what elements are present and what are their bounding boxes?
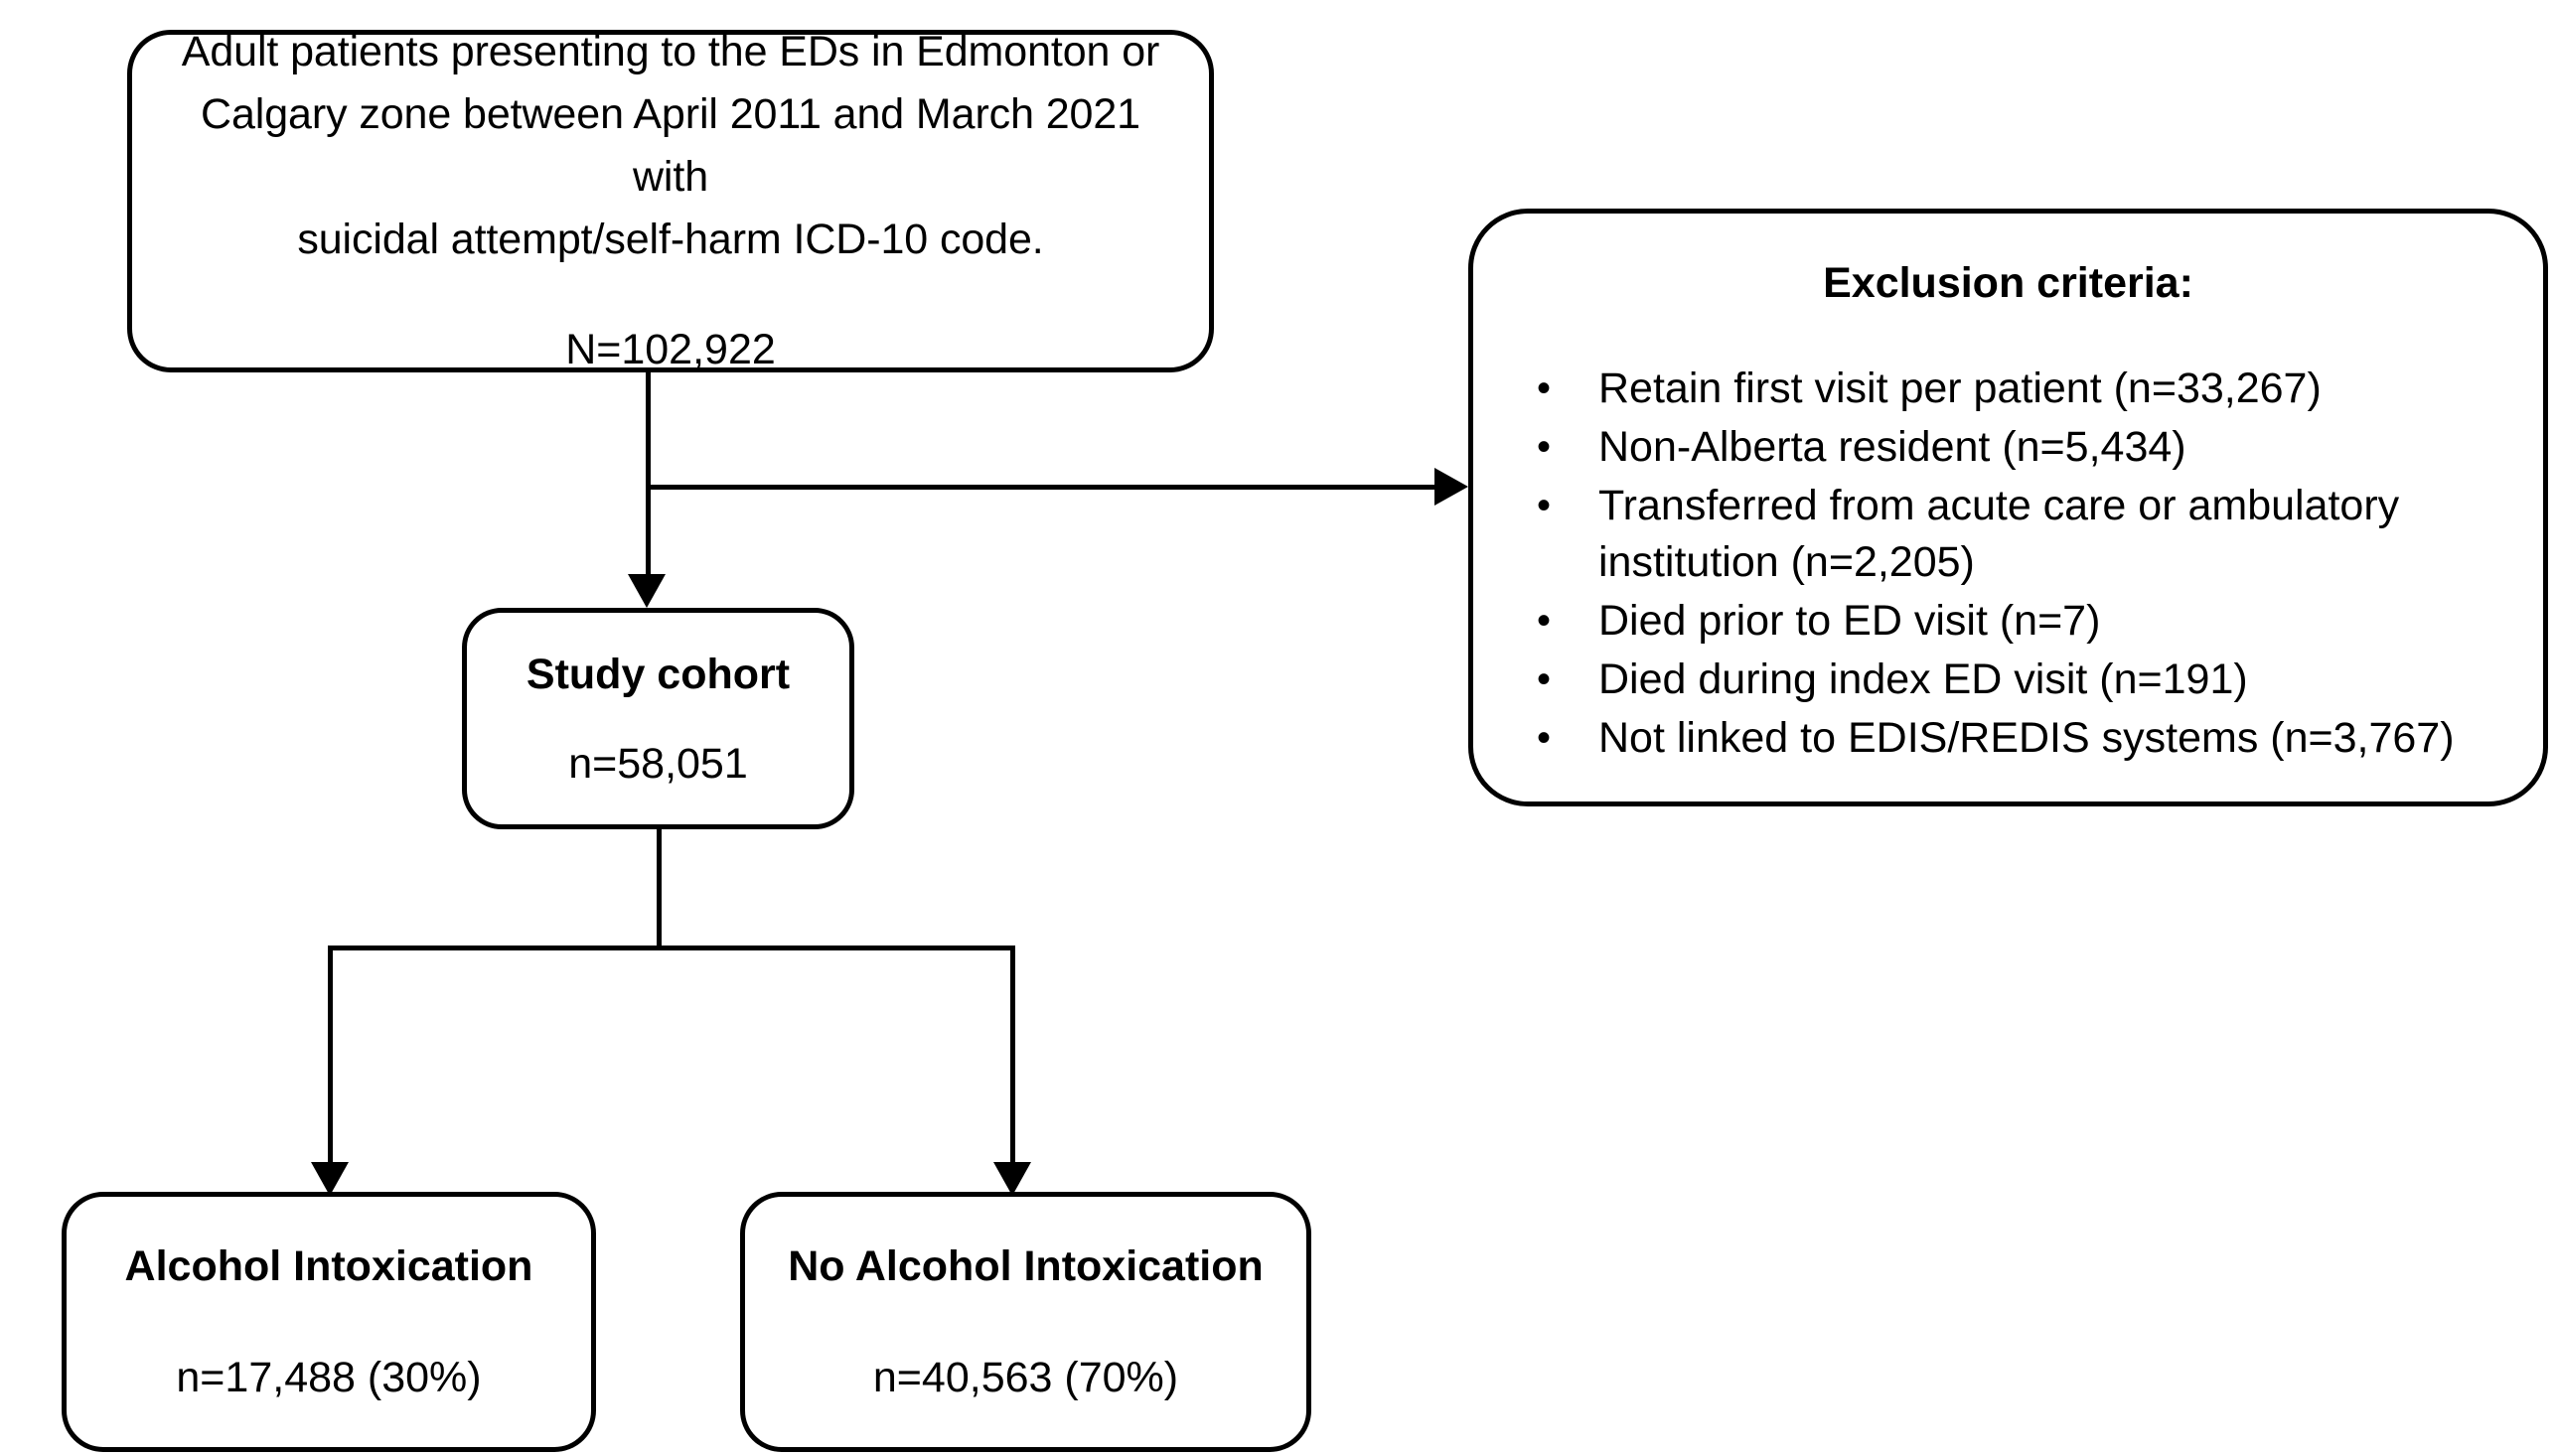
arrowhead-down-to-no-alcohol-icon — [993, 1162, 1031, 1196]
connector-source-to-exclusion-line — [648, 485, 1440, 490]
cohort-title: Study cohort — [526, 650, 791, 698]
no-alcohol-count: n=40,563 (70%) — [872, 1354, 1179, 1401]
source-line-1: Adult patients presenting to the EDs in … — [181, 28, 1160, 75]
bullet-icon: • — [1537, 484, 1552, 527]
source-population-box: Adult patients presenting to the EDs in … — [127, 28, 1214, 373]
exclusion-criteria-list: • Retain first visit per patient (n=33,2… — [1509, 361, 2507, 769]
connector-branch-right-line — [1010, 946, 1015, 1170]
study-cohort-box: Study cohort n=58,051 — [462, 608, 854, 829]
exclusion-title: Exclusion criteria: — [1823, 259, 2193, 307]
exclusion-list-item: • Died prior to ED visit (n=7) — [1537, 593, 2497, 650]
exclusion-list-item: • Died during index ED visit (n=191) — [1537, 652, 2497, 708]
exclusion-item-text: Died prior to ED visit (n=7) — [1598, 597, 2101, 645]
alcohol-title: Alcohol Intoxication — [124, 1242, 533, 1290]
connector-split-bracket-line — [328, 946, 1015, 950]
alcohol-count: n=17,488 (30%) — [176, 1354, 482, 1401]
source-line-3: suicidal attempt/self-harm ICD-10 code. — [297, 216, 1044, 263]
exclusion-list-item: • Retain first visit per patient (n=33,2… — [1537, 361, 2497, 417]
alcohol-intoxication-box: Alcohol Intoxication n=17,488 (30%) — [62, 1192, 596, 1452]
exclusion-list-item: • Transferred from acute care or ambulat… — [1537, 478, 2497, 591]
exclusion-item-text: Non-Alberta resident (n=5,434) — [1598, 423, 2186, 471]
connector-cohort-stem-line — [657, 829, 662, 949]
connector-source-to-cohort-line — [646, 372, 651, 574]
exclusion-item-text: Not linked to EDIS/REDIS systems (n=3,76… — [1598, 714, 2455, 762]
exclusion-item-text: Transferred from acute care or ambulator… — [1598, 482, 2400, 586]
no-alcohol-intoxication-box: No Alcohol Intoxication n=40,563 (70%) — [740, 1192, 1311, 1452]
source-count: N=102,922 — [565, 326, 776, 373]
exclusion-item-text: Retain first visit per patient (n=33,267… — [1598, 364, 2322, 412]
bullet-icon: • — [1537, 366, 1552, 410]
bullet-icon: • — [1537, 599, 1552, 643]
bullet-icon: • — [1537, 657, 1552, 701]
source-line-2: Calgary zone between April 2011 and Marc… — [201, 90, 1140, 201]
arrowhead-down-to-cohort-icon — [628, 574, 666, 608]
no-alcohol-title: No Alcohol Intoxication — [788, 1242, 1264, 1290]
cohort-count: n=58,051 — [568, 739, 748, 788]
connector-branch-left-line — [328, 946, 333, 1170]
exclusion-criteria-box: Exclusion criteria: • Retain first visit… — [1468, 209, 2548, 806]
exclusion-list-item: • Non-Alberta resident (n=5,434) — [1537, 419, 2497, 476]
arrowhead-right-to-exclusion-icon — [1434, 468, 1468, 506]
exclusion-list-item: • Not linked to EDIS/REDIS systems (n=3,… — [1537, 710, 2497, 767]
bullet-icon: • — [1537, 425, 1552, 469]
arrowhead-down-to-alcohol-icon — [311, 1162, 349, 1196]
exclusion-item-text: Died during index ED visit (n=191) — [1598, 655, 2248, 703]
bullet-icon: • — [1537, 716, 1552, 760]
